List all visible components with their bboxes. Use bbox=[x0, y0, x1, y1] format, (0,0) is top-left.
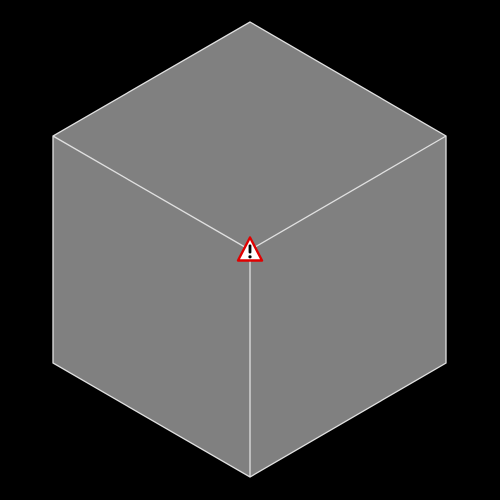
cube-inner-edge-left bbox=[52, 135, 251, 251]
warning-exclamation-dot bbox=[248, 255, 252, 259]
cube-inner-edge-right bbox=[249, 135, 447, 251]
cube-left-face[interactable] bbox=[53, 136, 250, 477]
warning-triangle-icon[interactable] bbox=[236, 236, 264, 262]
cube[interactable] bbox=[52, 21, 447, 478]
cube-edges bbox=[52, 21, 447, 478]
warning-exclamation-bar bbox=[248, 244, 252, 254]
cube-right-face[interactable] bbox=[250, 136, 446, 477]
